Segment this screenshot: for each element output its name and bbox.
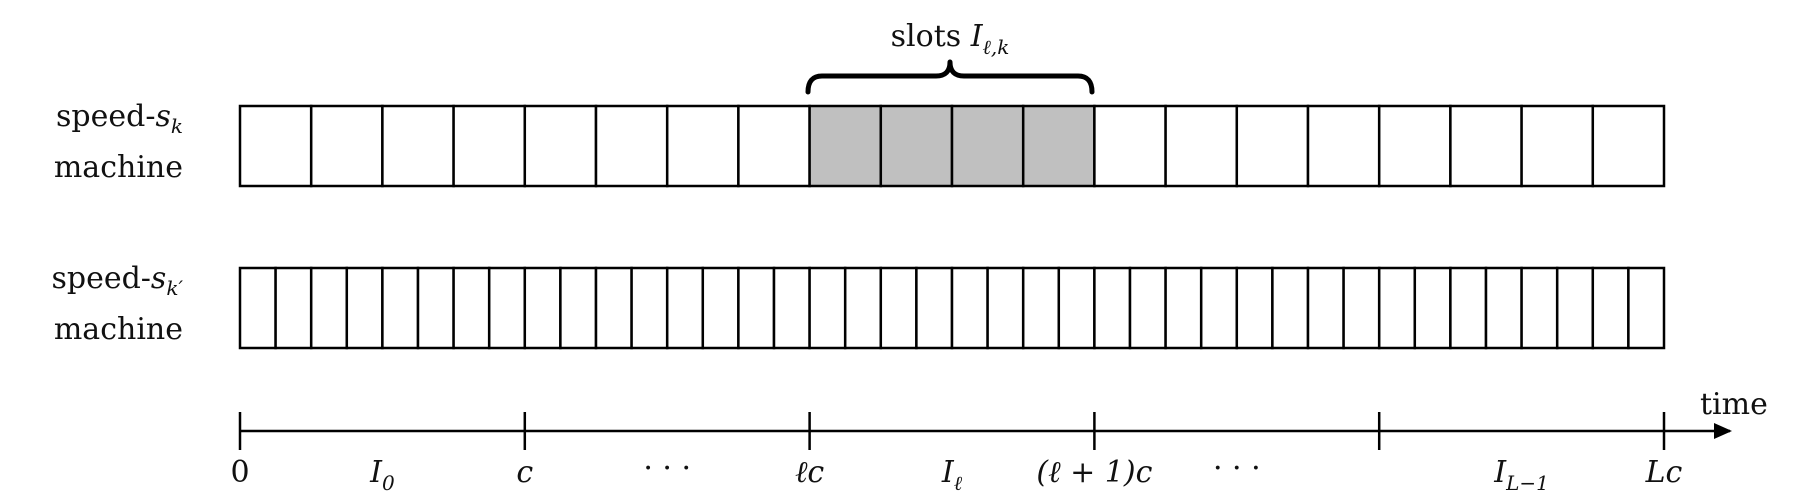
machine-2-label-line2: machine [54,312,183,347]
slot [1164,104,1239,188]
axis-ticks [238,412,1666,450]
slot [1021,266,1061,350]
slot [843,266,883,350]
slot [665,104,740,188]
slot [274,266,313,350]
slot [737,266,776,350]
slot [1591,104,1666,188]
tick-label: (ℓ + 1)c [1036,455,1152,490]
axis-label: time [1700,387,1768,422]
slot [452,266,491,350]
slot [523,266,562,350]
machine-2-slot-row [238,266,1666,350]
slot [915,266,954,350]
slot [1342,266,1381,350]
axis-tick-labels: 0 c ℓc (ℓ + 1)c Lc [230,455,1682,490]
ellipsis-label: · · · [643,451,691,486]
curly-brace [805,59,1095,95]
slot [559,266,598,350]
slot [594,104,669,188]
highlighted-slot [950,104,1025,188]
slot [879,266,918,350]
slot [309,104,384,188]
interval-label: I0 [369,455,395,495]
tick-label: c [516,455,533,490]
slot [594,266,633,350]
slot [950,266,989,350]
slot [238,104,313,188]
slot [487,266,527,350]
slot [452,104,527,188]
slot [1093,266,1132,350]
tick-label: 0 [230,455,249,490]
slot [1484,266,1523,350]
slot [309,266,349,350]
slot [1093,104,1167,188]
slot [986,266,1025,350]
slot [1377,266,1417,350]
slot [701,266,740,350]
slot [1271,266,1310,350]
slot [772,266,811,350]
machine-1-label-line2: machine [54,150,183,185]
highlighted-slot [808,104,883,188]
slot [1449,104,1523,188]
interval-label: Iℓ [941,455,963,495]
slot [381,266,420,350]
brace-label: slots Iℓ,k [891,19,1010,59]
ellipsis-label: · · · [1213,451,1261,486]
slot [416,266,455,350]
slot [665,266,705,350]
slot [523,104,598,188]
slot [1555,266,1595,350]
slot [1449,266,1488,350]
machine-1-label-line1: speed-sk [56,99,183,138]
slot [1235,266,1274,350]
slot [1128,266,1167,350]
machine-2-label-line1: speed-sk′ [51,261,183,300]
slot [1057,266,1096,350]
slot [737,104,811,188]
highlighted-slot [879,104,954,188]
slot [1627,266,1666,350]
slot [1164,266,1203,350]
slot [381,104,455,188]
highlighted-slot [1021,104,1096,188]
tick-label: Lc [1645,455,1683,490]
slot [1306,266,1345,350]
axis-interval-labels: I0 · · · Iℓ · · · IL−1 [369,451,1549,495]
slot [1520,104,1595,188]
slot [630,266,669,350]
slot [1199,266,1239,350]
slot [345,266,384,350]
slot [1591,266,1630,350]
slot [1235,104,1310,188]
slot [808,266,847,350]
slot [1520,266,1559,350]
machine-1-slot-row [238,104,1666,188]
slot [1306,104,1381,188]
slot [1377,104,1452,188]
slot [1413,266,1452,350]
tick-label: ℓc [795,455,824,490]
slot [238,266,277,350]
interval-label: IL−1 [1493,455,1549,495]
